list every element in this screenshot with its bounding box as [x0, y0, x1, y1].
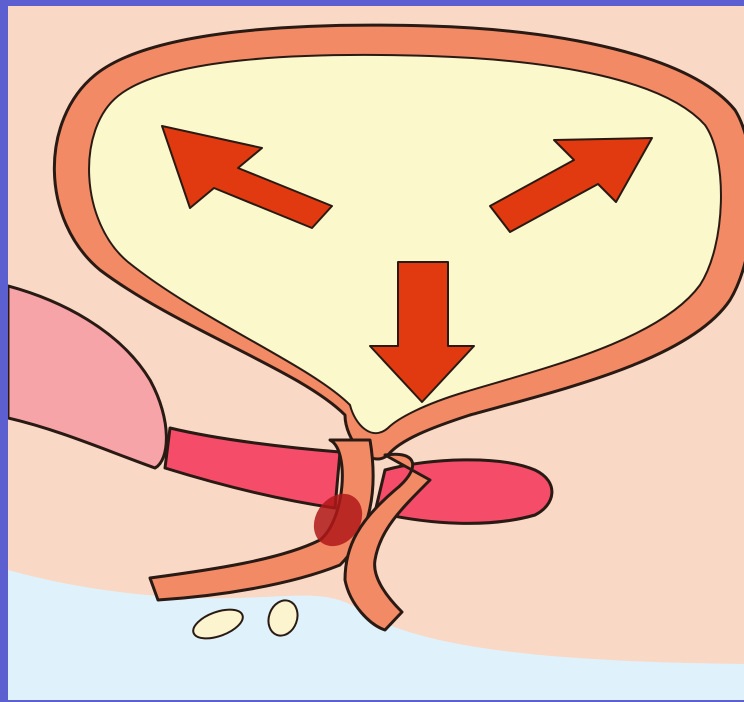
bladder-incontinence-diagram: [8, 6, 744, 700]
